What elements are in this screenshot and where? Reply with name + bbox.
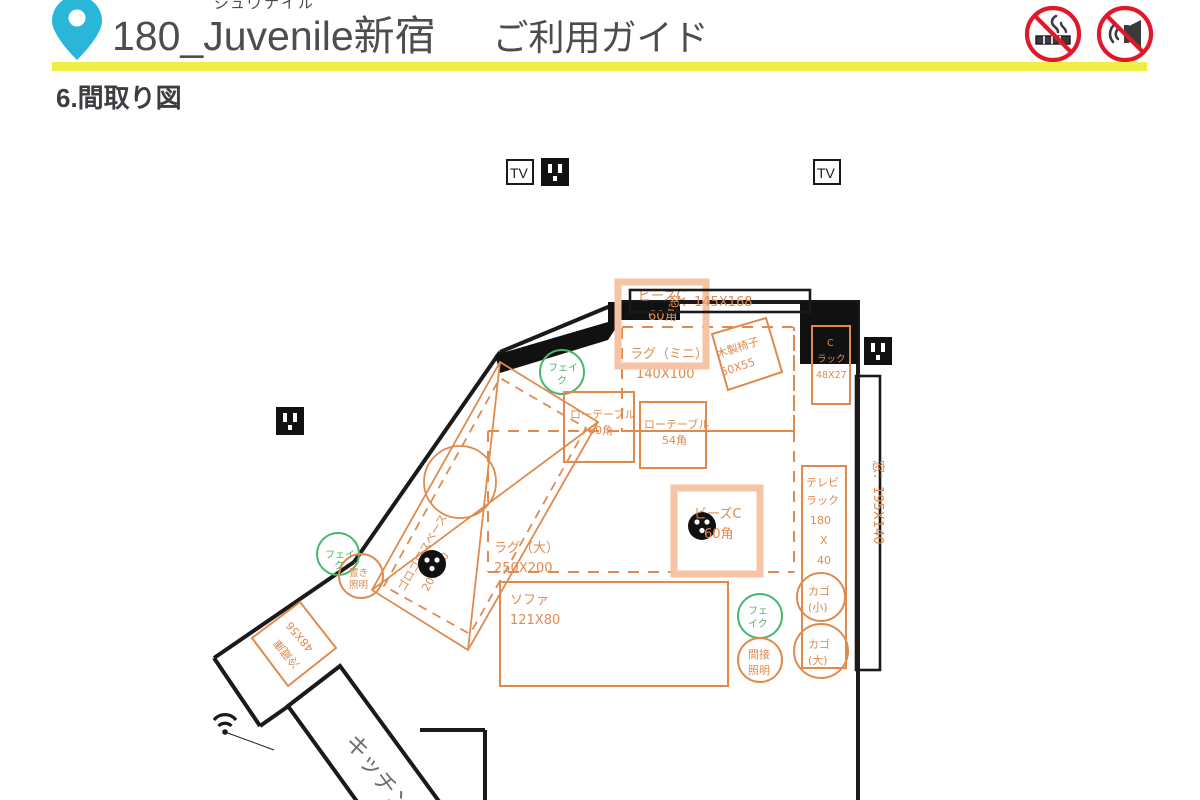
ceiling-light-icon-right bbox=[688, 512, 716, 540]
decor-floor-lamp-left: 置き 照明 bbox=[338, 553, 384, 599]
basket-small-line1: カゴ bbox=[808, 584, 830, 598]
furniture-low-table-54: ローテーブル 54角 bbox=[639, 401, 709, 469]
sofa-size: 121X80 bbox=[510, 613, 560, 628]
wifi-icon bbox=[212, 713, 275, 751]
wooden-chair-label: 木製椅子 bbox=[715, 334, 761, 361]
rug-mini-label: ラグ（ミニ） bbox=[630, 347, 708, 362]
c-rack-line1: C bbox=[827, 338, 834, 349]
window-top-label: 窓：145X168 bbox=[668, 294, 753, 310]
title-furigana: ジュヴナイル bbox=[214, 0, 315, 12]
page-header: ジュヴナイル 180_Juvenile新宿 ご利用ガイド bbox=[0, 0, 1200, 113]
rug-mini-size: 140X100 bbox=[636, 367, 695, 382]
c-rack-size: 48X27 bbox=[816, 370, 847, 381]
basket-small-line2: (小) bbox=[808, 601, 828, 614]
low-table-60-size: 60角 bbox=[588, 424, 613, 437]
room-label-kitchen: キッチン bbox=[340, 729, 416, 800]
low-table-60-label: ローテーブル bbox=[570, 407, 635, 421]
window-right-label: 窓：195X140 bbox=[870, 460, 886, 545]
wall-outline bbox=[212, 300, 860, 800]
title-main-text: 180_Juvenile新宿 bbox=[112, 13, 436, 59]
tv-rack-line1: テレビ bbox=[806, 476, 839, 489]
basket-large-line1: カゴ bbox=[808, 637, 830, 651]
low-table-54-label: ローテーブル bbox=[644, 417, 709, 431]
furniture-wooden-chair: 木製椅子 50X55 bbox=[710, 316, 784, 392]
outlet-icon-left bbox=[276, 407, 304, 435]
rug-large-size: 250X200 bbox=[494, 561, 553, 576]
fake-plant-upper-line2: ク bbox=[557, 375, 567, 387]
tv-marker-left-label: TV bbox=[510, 165, 529, 181]
no-smoking-icon bbox=[1024, 5, 1082, 63]
tv-rack-size1: 180 bbox=[810, 514, 831, 527]
indirect-light-line2: 照明 bbox=[748, 664, 770, 677]
outlet-icon-top bbox=[541, 158, 569, 186]
floor-plan-diagram: .wall { stroke:#1a1a1a; stroke-width:4; … bbox=[0, 130, 1200, 800]
furniture-c-rack: C ラック 48X27 bbox=[811, 325, 851, 405]
basket-large-line2: (大) bbox=[808, 653, 828, 667]
fake-plant-left-line2: ク bbox=[334, 560, 344, 572]
fake-plant-lower-line1: フェ bbox=[748, 606, 768, 617]
title-sub-text: ご利用ガイド bbox=[492, 17, 709, 58]
decor-indirect-light: 間接 照明 bbox=[737, 637, 783, 683]
outlet-icon-right-upper bbox=[864, 337, 892, 365]
sofa-label: ソファ bbox=[510, 593, 549, 608]
beads-top-label: ビーズC bbox=[638, 288, 685, 304]
beads-bottom-size: 60角 bbox=[704, 527, 734, 542]
location-pin-icon bbox=[52, 0, 102, 60]
furniture-rug-large: ラグ（大） 250X200 bbox=[487, 327, 795, 576]
tv-marker-right-label: TV bbox=[817, 165, 836, 181]
tv-marker-left: TV bbox=[506, 159, 534, 185]
fake-plant-upper-line1: フェイ bbox=[548, 363, 578, 374]
beads-bottom-label: ビーズC bbox=[694, 506, 741, 522]
tv-rack-line2: ラック bbox=[806, 494, 839, 507]
floor-lamp-left-line2: 照明 bbox=[349, 580, 368, 591]
furniture-basket-small: カゴ (小) bbox=[796, 572, 846, 622]
furniture-refrigerator: 冷蔵庫 48X56 bbox=[250, 600, 338, 688]
furniture-sofa: ソファ 121X80 bbox=[499, 581, 729, 687]
tv-rack-size2: 40 bbox=[817, 554, 831, 567]
no-loud-noise-icon bbox=[1096, 5, 1154, 63]
fake-plant-left-line1: フェイ bbox=[325, 550, 355, 561]
low-table-54-size: 54角 bbox=[662, 434, 687, 447]
furniture-tv-rack: テレビ ラック 180 X 40 bbox=[801, 465, 847, 669]
c-rack-line2: ラック bbox=[817, 354, 846, 365]
tv-rack-size-x: X bbox=[820, 534, 828, 547]
window-right: 窓：195X140 bbox=[854, 374, 886, 672]
room-kitchen: キッチン bbox=[285, 663, 441, 800]
furniture-low-table-60: ローテーブル 60角 bbox=[563, 391, 635, 463]
furniture-basket-large: カゴ (大) bbox=[793, 623, 849, 679]
rug-large-label: ラグ（大） bbox=[494, 541, 559, 556]
decor-fake-plant-upper: フェイ ク bbox=[539, 349, 585, 395]
header-accent-rule bbox=[52, 62, 1147, 71]
page-title: 180_Juvenile新宿 ご利用ガイド bbox=[112, 2, 708, 62]
section-title: 6.間取り図 bbox=[56, 83, 182, 113]
window-top: 窓：145X168 bbox=[628, 288, 812, 314]
fake-plant-lower-line2: イク bbox=[748, 618, 768, 630]
indirect-light-line1: 間接 bbox=[748, 648, 770, 661]
decor-fake-plant-lower: フェ イク bbox=[737, 593, 783, 639]
tv-marker-right: TV bbox=[813, 159, 841, 185]
floor-lamp-left-line1: 置き bbox=[349, 568, 368, 579]
ceiling-light-icon-left bbox=[418, 550, 446, 578]
wall-block-solid bbox=[495, 302, 858, 373]
furniture-beads-cushion-bottom: ビーズC 60角 bbox=[670, 484, 764, 578]
